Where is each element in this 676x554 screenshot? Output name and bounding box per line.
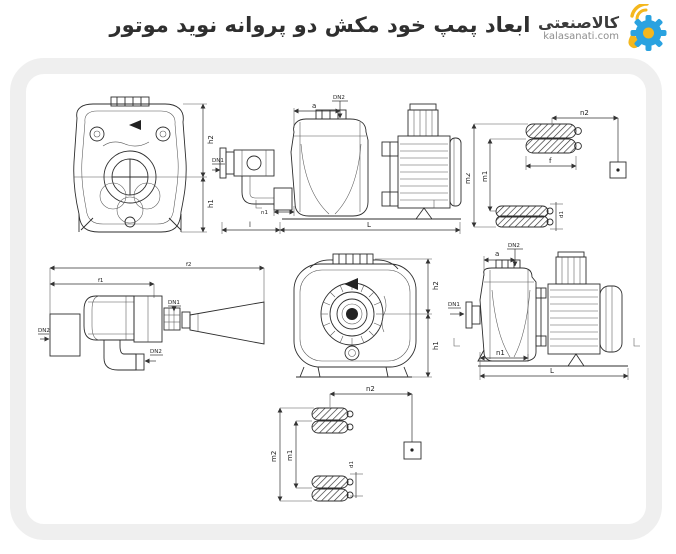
dims-feet-b: m2 m1 n2 d1 [270, 386, 422, 502]
foot-slot-bottom-b [311, 475, 354, 502]
drawing-feet-detail-a: m2 m1 f n2 d1 [466, 110, 627, 231]
motor-outline [282, 103, 462, 220]
gear-icon [628, 4, 667, 51]
logo-domain: kalasanati.com [543, 31, 619, 43]
dim-label-n1-b: n1 [496, 349, 505, 357]
foot-slot-top-b [311, 407, 354, 434]
dim-label-d1: d1 [559, 211, 565, 218]
dim-label-L-b: L [550, 367, 554, 375]
dim-h2-h1-b: h2 h1 [375, 258, 440, 378]
volute-body-outline [290, 109, 369, 217]
dim-label-h2: h2 [207, 135, 215, 144]
dim-label-f: f [549, 157, 552, 165]
drawing-feet-detail-b: m2 m1 n2 d1 [270, 386, 422, 502]
foot-slot-bottom [495, 205, 554, 228]
port-labels-top-view: DN2 DN1 DN2 [38, 300, 181, 364]
site-logo: کالاصنعتی kalasanati.com [538, 4, 668, 52]
drawing-pump-top-view: f2 f1 DN2 DN1 [38, 262, 265, 371]
dim-label-n2: n2 [580, 110, 589, 117]
pump-housing-outline [73, 96, 187, 233]
drawing-pump-front-view-a: h2 h1 [73, 96, 215, 233]
dim-label-h1: h1 [207, 199, 215, 208]
dim-label-m1: m1 [481, 171, 489, 182]
top-view-body [49, 295, 265, 357]
bolt-hole-dot-b [410, 448, 414, 452]
dim-label-dn2-right: DN2 [150, 349, 162, 355]
dim-label-a-b: a [495, 250, 499, 258]
wifi-icon [630, 4, 649, 21]
dims-side-b: DN2 a DN1 n1 L [448, 243, 640, 380]
suction-elbow-top [103, 340, 145, 371]
bolt-hole-dot [616, 168, 620, 172]
dim-label-m2: m2 [466, 173, 472, 184]
pump-b-housing [293, 253, 417, 378]
drawing-pump-side-view-b: DN2 a DN1 n1 L [448, 243, 640, 380]
dim-label-dn1-b: DN1 [448, 302, 460, 308]
logo-name: کالاصنعتی [538, 12, 619, 32]
page-title: ابعاد پمپ خود مکش دو پروانه نوید موتور [109, 13, 531, 37]
dim-label-f1: f1 [98, 278, 103, 284]
drawing-pump-front-view-b: h2 h1 [293, 253, 440, 378]
suction-pipe-outline [219, 147, 293, 211]
dim-label-dn1-right: DN1 [168, 300, 180, 306]
dim-label-n1: n1 [261, 210, 268, 216]
volute-b-outline [465, 259, 537, 362]
dim-label-dn2-left: DN2 [38, 328, 50, 334]
dim-label-dn2-b: DN2 [508, 243, 520, 249]
dims-top-view: f2 f1 [49, 262, 265, 314]
dim-label-l: l [249, 221, 251, 229]
dim-label-h2-b: h2 [432, 281, 440, 290]
gear-body [630, 15, 667, 51]
drawing-pump-side-view-a: DN2 a DN1 n1 l L [212, 95, 462, 234]
dim-label-dn1: DN1 [212, 158, 224, 164]
dim-label-m2-b: m2 [270, 451, 278, 462]
dim-label-a: a [312, 102, 316, 110]
dim-label-n2-b: n2 [366, 386, 375, 393]
diagram-card: h2 h1 [10, 58, 662, 540]
dim-label-f2: f2 [186, 262, 191, 268]
motor-b-outline [478, 251, 628, 367]
dim-label-h1-b: h1 [432, 341, 440, 350]
dims-feet-a: m2 m1 f n2 d1 [466, 110, 627, 231]
dims-side-a: DN2 a DN1 n1 l L [212, 95, 461, 234]
foot-slot-top [525, 123, 582, 154]
dim-label-m1-b: m1 [286, 450, 294, 461]
dim-label-L: L [367, 221, 371, 229]
dim-label-dn2: DN2 [333, 95, 345, 101]
dim-h2-h1: h2 h1 [181, 103, 215, 233]
dim-label-d1-b: d1 [349, 461, 355, 468]
